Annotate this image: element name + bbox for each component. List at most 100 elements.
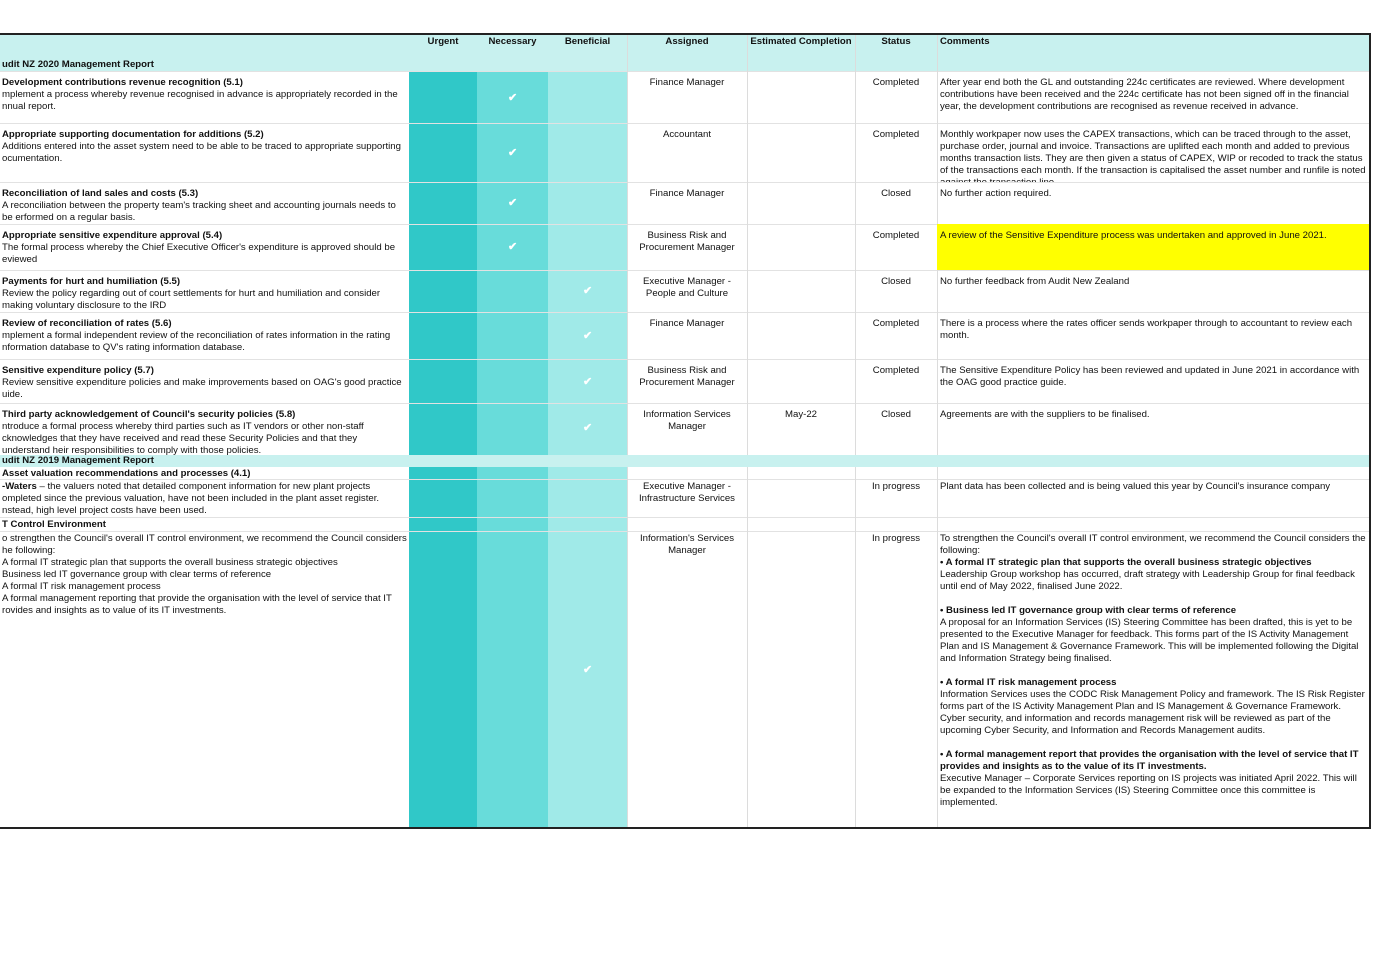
comment-cell: There is a process where the rates offic… bbox=[940, 318, 1353, 341]
checkmark-icon: ✔ bbox=[583, 330, 593, 342]
recommendation-cell: -Waters – the valuers noted that detaile… bbox=[0, 479, 409, 517]
recommendation-title: Development contributions revenue recogn… bbox=[2, 77, 243, 88]
status-cell: Closed bbox=[881, 409, 911, 420]
recommendation-body: – the valuers noted that detailed compon… bbox=[2, 481, 380, 516]
table-frame bbox=[0, 33, 1371, 829]
table-row: o strengthen the Council's overall IT co… bbox=[0, 531, 1371, 827]
recommendation-body: A reconciliation between the property te… bbox=[2, 200, 396, 223]
column-headers: Urgent Necessary Beneficial Assigned Est… bbox=[0, 35, 1371, 49]
recommendation-cell: Review of reconciliation of rates (5.6) … bbox=[0, 312, 409, 359]
header-assigned: Assigned bbox=[665, 36, 709, 47]
recommendation-line: rovides and insights as to value of its … bbox=[2, 605, 227, 616]
recommendation-line: A formal IT risk management process bbox=[2, 581, 161, 592]
recommendation-line: A formal management reporting that provi… bbox=[2, 593, 392, 604]
recommendation-body: Review the policy regarding out of court… bbox=[2, 288, 381, 311]
comment-cell: To strengthen the Council's overall IT c… bbox=[937, 531, 1371, 827]
checkmark-icon: ✔ bbox=[583, 376, 593, 388]
assigned-cell: Finance Manager bbox=[649, 188, 725, 199]
comment-cell-highlighted: A review of the Sensitive Expenditure pr… bbox=[937, 224, 1371, 270]
comment-cell: Agreements are with the suppliers to be … bbox=[940, 409, 1150, 420]
subsection-title: T Control Environment bbox=[2, 519, 106, 530]
assigned-cell: Finance Manager bbox=[649, 318, 725, 329]
assigned-cell: Accountant bbox=[662, 129, 711, 140]
recommendation-title: -Waters bbox=[2, 481, 37, 492]
recommendation-cell: Appropriate supporting documentation for… bbox=[0, 123, 409, 182]
status-cell: Completed bbox=[872, 230, 920, 241]
comment-item-heading: • A formal IT risk management process bbox=[940, 677, 1117, 688]
recommendation-line: o strengthen the Council's overall IT co… bbox=[2, 533, 407, 544]
header-comments: Comments bbox=[940, 36, 990, 47]
section-2019-title: udit NZ 2019 Management Report bbox=[2, 455, 154, 466]
comment-item-heading: • A formal IT strategic plan that suppor… bbox=[940, 557, 1312, 568]
assigned-cell: Executive Manager - Infrastructure Servi… bbox=[639, 481, 735, 504]
comment-cell: No further action required. bbox=[940, 188, 1052, 199]
assigned-cell: Finance Manager bbox=[649, 77, 725, 88]
subsection-title: Asset valuation recommendations and proc… bbox=[2, 468, 251, 479]
recommendation-title: Review of reconciliation of rates (5.6) bbox=[2, 318, 172, 329]
recommendation-body: Additions entered into the asset system … bbox=[2, 141, 401, 164]
header-beneficial: Beneficial bbox=[564, 36, 611, 47]
table-row: Review of reconciliation of rates (5.6) … bbox=[0, 312, 1371, 359]
checkmark-icon: ✔ bbox=[508, 92, 518, 104]
header-necessary: Necessary bbox=[488, 36, 537, 47]
comment-cell: Monthly workpaper now uses the CAPEX tra… bbox=[940, 129, 1366, 182]
status-cell: Completed bbox=[872, 77, 920, 88]
recommendation-title: Third party acknowledgement of Council's… bbox=[2, 409, 296, 420]
recommendation-cell: Appropriate sensitive expenditure approv… bbox=[0, 224, 409, 270]
comment-intro: To strengthen the Council's overall IT c… bbox=[940, 533, 1366, 556]
recommendation-title: Sensitive expenditure policy (5.7) bbox=[2, 365, 154, 376]
status-cell: Completed bbox=[872, 318, 920, 329]
recommendation-title: Reconciliation of land sales and costs (… bbox=[2, 188, 199, 199]
section-2020: udit NZ 2020 Management Report bbox=[0, 59, 1371, 71]
header-band bbox=[0, 35, 1371, 71]
checkmark-icon: ✔ bbox=[583, 285, 593, 297]
header-status: Status bbox=[881, 36, 911, 47]
recommendation-cell: Payments for hurt and humiliation (5.5) … bbox=[0, 270, 409, 312]
recommendation-body: mplement a formal independent review of … bbox=[2, 330, 391, 353]
subsection-asset-valuation: Asset valuation recommendations and proc… bbox=[0, 467, 1371, 479]
comment-cell: Plant data has been collected and is bei… bbox=[940, 481, 1331, 492]
header-estimated-completion: Estimated Completion bbox=[750, 36, 852, 47]
checkmark-icon: ✔ bbox=[508, 147, 518, 159]
table-row: Appropriate supporting documentation for… bbox=[0, 123, 1371, 182]
comment-item-text: Leadership Group workshop has occurred, … bbox=[940, 569, 1355, 592]
urgent-column-bg bbox=[409, 35, 477, 827]
recommendation-body: Review sensitive expenditure policies an… bbox=[2, 377, 402, 400]
header-urgent: Urgent bbox=[427, 36, 459, 47]
table-row: Payments for hurt and humiliation (5.5) … bbox=[0, 270, 1371, 312]
table-row: -Waters – the valuers noted that detaile… bbox=[0, 479, 1371, 517]
comment-item-heading: • Business led IT governance group with … bbox=[940, 605, 1237, 616]
table-row: Sensitive expenditure policy (5.7) Revie… bbox=[0, 359, 1371, 403]
checkmark-icon: ✔ bbox=[508, 197, 518, 209]
status-cell: Closed bbox=[881, 276, 911, 287]
comment-item-text: Information Services uses the CODC Risk … bbox=[940, 689, 1365, 736]
recommendation-cell: Sensitive expenditure policy (5.7) Revie… bbox=[0, 359, 409, 403]
comment-cell: After year end both the GL and outstandi… bbox=[940, 77, 1349, 112]
recommendation-cell: o strengthen the Council's overall IT co… bbox=[0, 531, 409, 827]
status-cell: Closed bbox=[881, 188, 911, 199]
recommendation-line: A formal IT strategic plan that supports… bbox=[2, 557, 338, 568]
table-row: Appropriate sensitive expenditure approv… bbox=[0, 224, 1371, 270]
assigned-cell: Executive Manager - People and Culture bbox=[643, 276, 731, 299]
status-cell: In progress bbox=[872, 533, 920, 544]
table-row: Third party acknowledgement of Council's… bbox=[0, 403, 1371, 455]
comment-item-heading: • A formal management report that provid… bbox=[940, 749, 1359, 772]
necessary-column-bg bbox=[477, 35, 548, 827]
recommendation-cell: Development contributions revenue recogn… bbox=[0, 71, 409, 123]
checkmark-icon: ✔ bbox=[508, 241, 518, 253]
comment-cell: No further feedback from Audit New Zeala… bbox=[940, 276, 1130, 287]
recommendation-body: mplement a process whereby revenue recog… bbox=[2, 89, 398, 112]
assigned-cell: Information's Services Manager bbox=[639, 533, 735, 556]
subsection-it-control: T Control Environment bbox=[0, 517, 1371, 531]
recommendation-title: Appropriate supporting documentation for… bbox=[2, 129, 264, 140]
comment-item-text: A proposal for an Information Services (… bbox=[940, 617, 1359, 664]
section-2020-title: udit NZ 2020 Management Report bbox=[2, 59, 154, 70]
assigned-cell: Business Risk and Procurement Manager bbox=[639, 365, 735, 388]
beneficial-column-bg bbox=[548, 35, 627, 827]
recommendation-body: The formal process whereby the Chief Exe… bbox=[2, 242, 396, 265]
recommendation-cell: Third party acknowledgement of Council's… bbox=[0, 403, 409, 455]
recommendation-line: he following: bbox=[2, 545, 56, 556]
section-2019: udit NZ 2019 Management Report bbox=[0, 455, 1371, 467]
assigned-cell: Business Risk and Procurement Manager bbox=[639, 230, 735, 253]
estimated-cell: May-22 bbox=[785, 409, 817, 420]
